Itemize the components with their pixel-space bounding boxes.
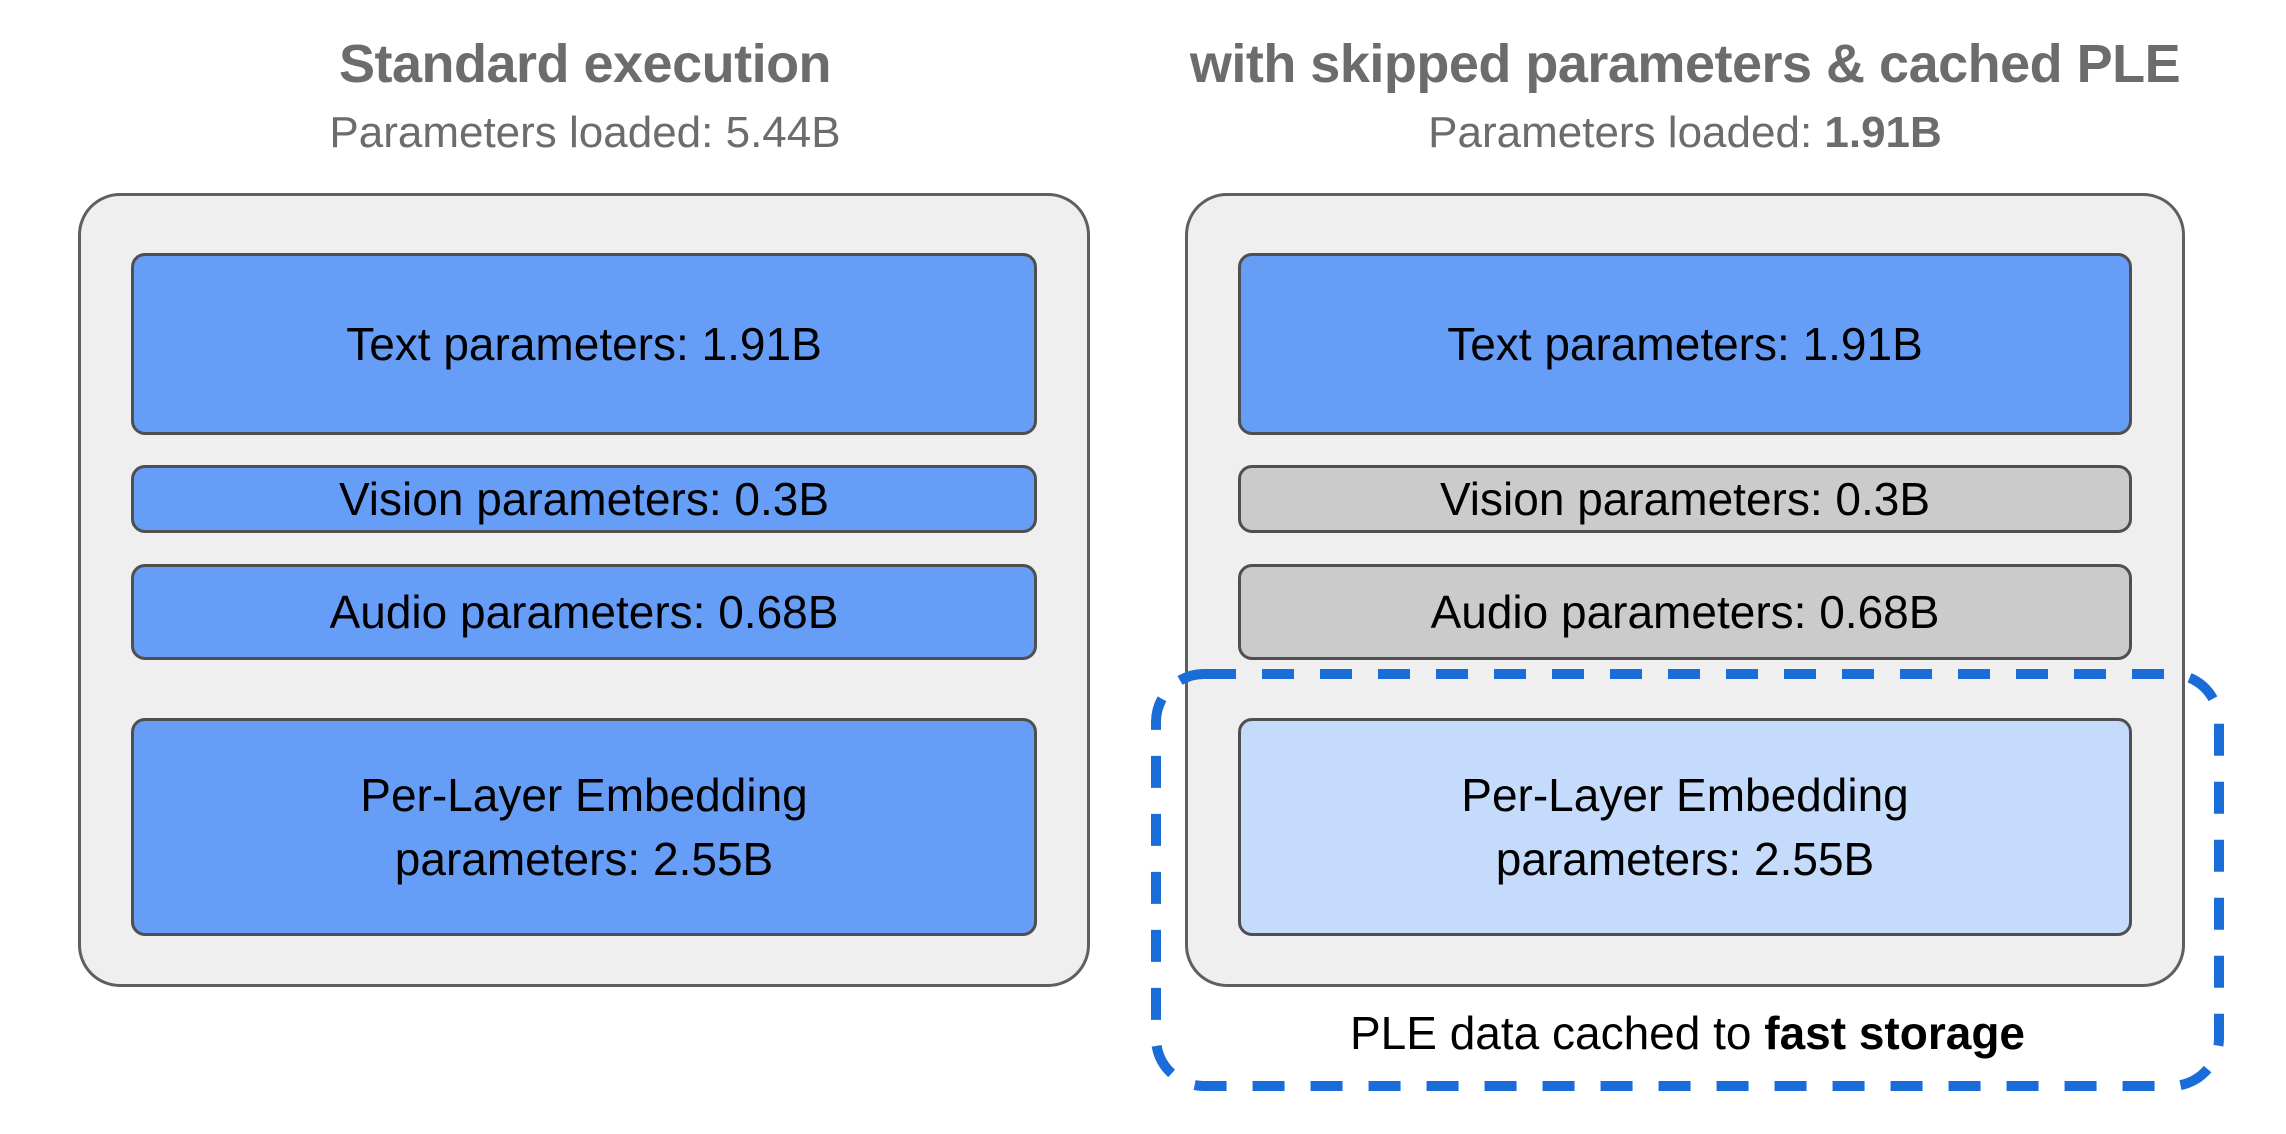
right-subtitle-prefix: Parameters loaded: xyxy=(1428,108,1825,157)
left-audio-params-box: Audio parameters: 0.68B xyxy=(131,564,1037,660)
right-text-params-box: Text parameters: 1.91B xyxy=(1238,253,2132,435)
left-ple-params-label-line1: Per-Layer Embedding xyxy=(360,769,808,821)
left-panel-title: Standard execution xyxy=(338,34,832,94)
left-text-params-label: Text parameters: 1.91B xyxy=(346,318,822,370)
right-subtitle-value: 1.91B xyxy=(1824,108,1942,157)
right-panel-subtitle: Parameters loaded: 1.91B xyxy=(1180,108,2190,158)
left-text-params-box: Text parameters: 1.91B xyxy=(131,253,1037,435)
right-audio-params-label: Audio parameters: 0.68B xyxy=(1430,586,1940,638)
left-subtitle-prefix: Parameters loaded: xyxy=(329,108,726,157)
left-vision-params-label: Vision parameters: 0.3B xyxy=(338,473,830,525)
left-subtitle-value: 5.44B xyxy=(725,108,841,157)
ple-cache-caption-prefix: PLE data cached to xyxy=(1349,1007,1765,1059)
ple-cache-caption-bold: fast storage xyxy=(1764,1007,2026,1059)
left-ple-params-label-line2: parameters: 2.55B xyxy=(394,833,774,885)
right-vision-params-label: Vision parameters: 0.3B xyxy=(1439,473,1931,525)
left-vision-params-box: Vision parameters: 0.3B xyxy=(131,465,1037,533)
left-model-container: Text parameters: 1.91B Vision parameters… xyxy=(78,193,1090,987)
left-panel-subtitle: Parameters loaded: 5.44B xyxy=(80,108,1090,158)
right-ple-params-box-cached: Per-Layer Embedding parameters: 2.55B xyxy=(1238,718,2132,936)
ple-cache-caption: PLE data cached to fast storage xyxy=(1150,1006,2225,1060)
right-vision-params-box-skipped: Vision parameters: 0.3B xyxy=(1238,465,2132,533)
right-ple-params-label-line1: Per-Layer Embedding xyxy=(1461,769,1909,821)
right-ple-params-label-line2: parameters: 2.55B xyxy=(1495,833,1875,885)
right-panel-title: with skipped parameters & cached PLE xyxy=(1189,34,2181,94)
right-audio-params-box-skipped: Audio parameters: 0.68B xyxy=(1238,564,2132,660)
left-audio-params-label: Audio parameters: 0.68B xyxy=(329,586,839,638)
left-ple-params-box: Per-Layer Embedding parameters: 2.55B xyxy=(131,718,1037,936)
right-model-container: Text parameters: 1.91B Vision parameters… xyxy=(1185,193,2185,987)
right-text-params-label: Text parameters: 1.91B xyxy=(1447,318,1923,370)
